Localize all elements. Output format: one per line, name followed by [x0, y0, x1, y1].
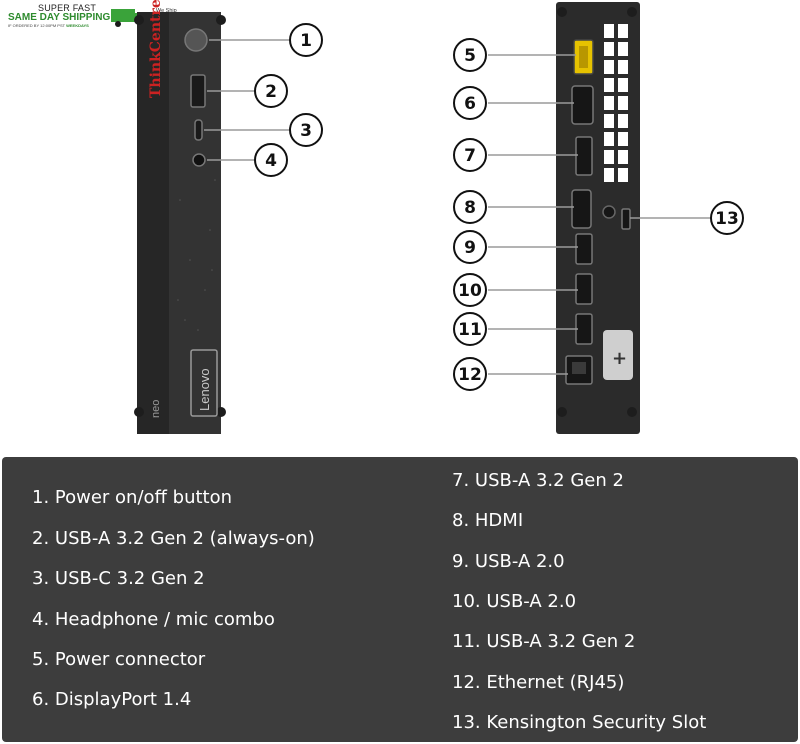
callout-circle-10	[453, 273, 487, 307]
legend-item: 12. Ethernet (RJ45)	[452, 672, 625, 693]
shipping-line3-prefix: IF ORDERED BY 12:00PM PST	[8, 23, 67, 28]
legend-item: 1. Power on/off button	[32, 487, 233, 508]
legend-item: 3. USB-C 3.2 Gen 2	[32, 568, 205, 589]
callout-circle-4	[254, 143, 288, 177]
legend-item: 9. USB-A 2.0	[452, 551, 565, 572]
callout-number-5: 5	[464, 46, 476, 66]
usb-a-port-icon	[575, 136, 593, 176]
usb-c-port-icon	[194, 119, 203, 141]
legend-panel: 1. Power on/off button 2. USB-A 3.2 Gen …	[2, 457, 798, 742]
callout-number-2: 2	[265, 82, 277, 102]
rear-view: +	[488, 2, 711, 434]
screw-icon	[602, 205, 616, 219]
callout-circle-5	[453, 38, 487, 72]
brand-side-text: ThinkCentre	[148, 0, 164, 98]
usb-a-port-icon	[575, 273, 593, 305]
callout-number-3: 3	[300, 121, 312, 141]
legend-item: 10. USB-A 2.0	[452, 591, 577, 612]
legend-item: 4. Headphone / mic combo	[32, 609, 275, 630]
device-diagram: ThinkCentre Lenovo neo	[134, 0, 744, 434]
shipping-line1: SUPER FAST	[38, 3, 97, 13]
speckle-texture	[177, 179, 216, 331]
plus-icon: +	[612, 348, 627, 369]
callout-circle-2	[254, 74, 288, 108]
usb-a-port-icon	[575, 233, 593, 265]
callout-circle-12	[453, 357, 487, 391]
audio-jack-icon	[192, 153, 206, 167]
hdmi-port-icon	[571, 189, 592, 229]
shipping-line3: IF ORDERED BY 12:00PM PST WEEKDAYS	[8, 23, 89, 28]
callout-circle-6	[453, 86, 487, 120]
callout-number-13: 13	[715, 209, 739, 229]
callout-number-8: 8	[464, 198, 476, 218]
callout-circle-8	[453, 190, 487, 224]
callout-circle-3	[289, 113, 323, 147]
lenovo-logo-box	[190, 349, 218, 417]
displayport-icon	[571, 85, 594, 125]
shipping-line3-emph: WEEKDAYS	[66, 23, 89, 28]
expansion-cover	[603, 330, 633, 380]
legend-item: 6. DisplayPort 1.4	[32, 689, 192, 710]
callout-circle-7	[453, 138, 487, 172]
callout-number-9: 9	[464, 238, 476, 258]
callout-number-6: 6	[464, 94, 476, 114]
legend-item: 8. HDMI	[452, 510, 524, 531]
callout-circle-1	[289, 23, 323, 57]
brand-front-text: Lenovo	[197, 368, 212, 411]
usb-a-port-icon	[575, 313, 593, 345]
callout-circle-11	[453, 312, 487, 346]
callout-number-12: 12	[458, 365, 482, 385]
callout-circle-9	[453, 230, 487, 264]
legend-item: 5. Power connector	[32, 649, 206, 670]
legend-item: 13. Kensington Security Slot	[452, 712, 707, 733]
usb-a-port-icon	[190, 74, 206, 108]
front-view: ThinkCentre Lenovo neo	[134, 0, 290, 434]
callout-number-7: 7	[464, 146, 476, 166]
legend-item: 11. USB-A 3.2 Gen 2	[452, 631, 636, 652]
power-button-icon	[184, 28, 208, 52]
callout-number-4: 4	[265, 151, 277, 171]
shipping-line2: SAME DAY SHIPPING	[8, 12, 111, 23]
callout-number-1: 1	[300, 31, 312, 51]
legend-item: 7. USB-A 3.2 Gen 2	[452, 470, 624, 491]
callout-number-11: 11	[458, 320, 482, 340]
callout-circle-13	[710, 201, 744, 235]
model-text: neo	[150, 400, 162, 418]
kensington-slot-icon	[621, 208, 631, 230]
vent-grille	[604, 24, 628, 182]
legend-item: 2. USB-A 3.2 Gen 2 (always-on)	[32, 528, 315, 549]
callout-number-10: 10	[458, 281, 482, 301]
